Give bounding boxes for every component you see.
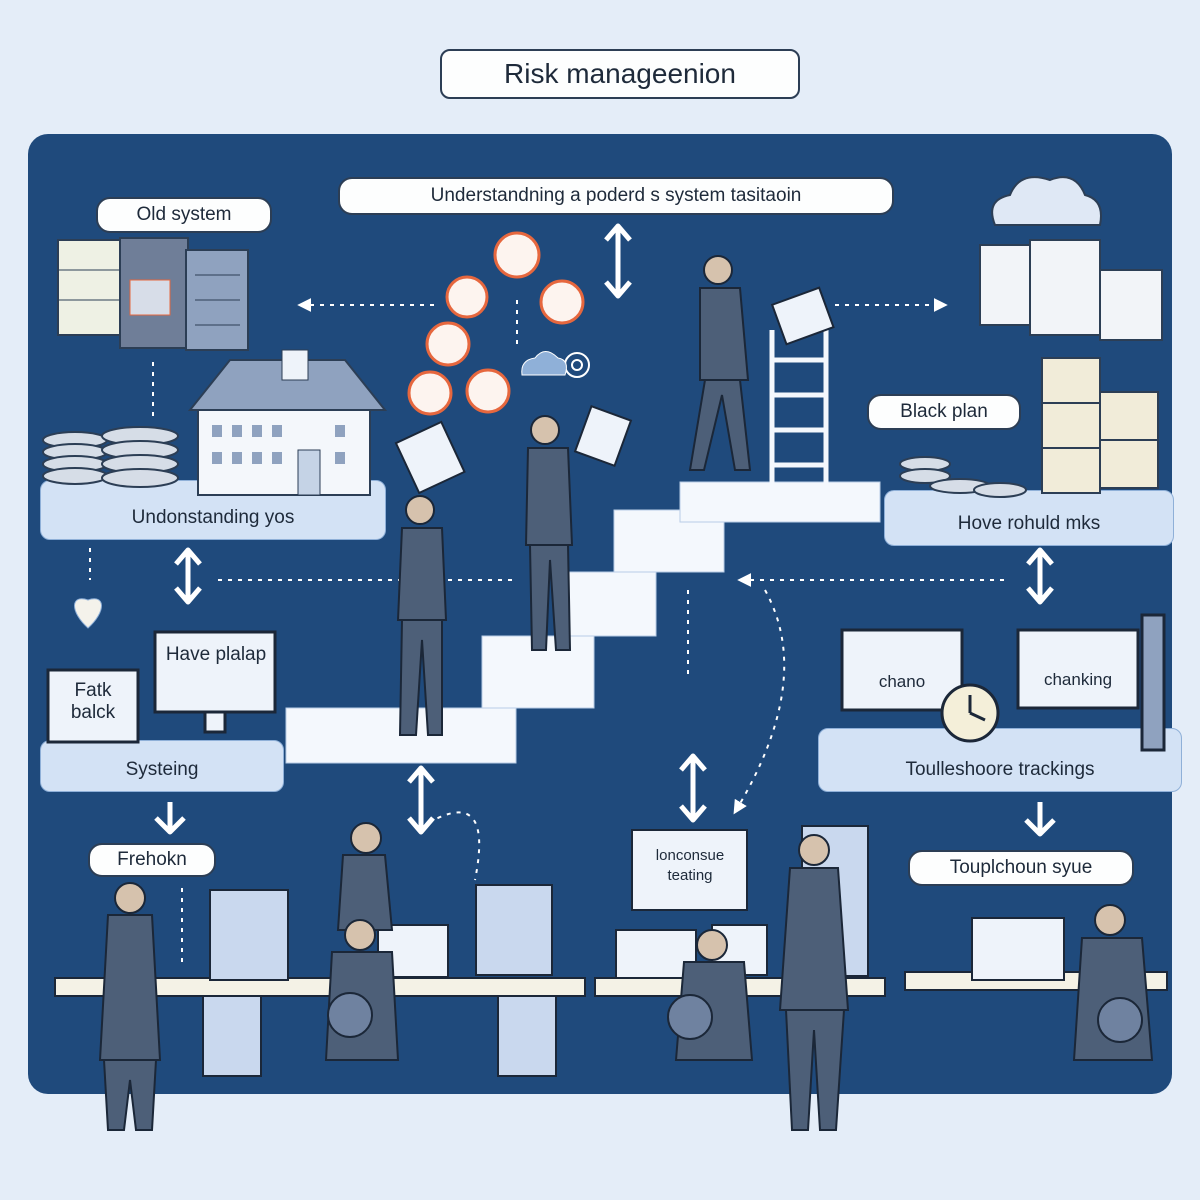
monitor-right — [840, 613, 1166, 752]
disc-stacks — [42, 426, 1027, 498]
old-system-servers — [57, 237, 249, 351]
cloud-icon — [991, 176, 1102, 226]
monitor-left — [46, 630, 277, 744]
house — [187, 349, 388, 496]
file-cabinets — [202, 825, 869, 1077]
double-arrows — [154, 223, 1056, 837]
troubleshooting-label: Toulleshoore trackings — [905, 759, 1095, 780]
chanking-text: chanking — [1043, 670, 1113, 689]
touplchoun-label: Touplchoun syue — [908, 850, 1134, 886]
lonconsue-testing-text: lonconsue teating — [655, 847, 725, 884]
small-cloud-icon — [521, 351, 567, 376]
platform-rohuld: Hove rohuld mks — [884, 490, 1174, 546]
diagram-title: Risk manageenion — [440, 49, 800, 99]
paper-stacks — [979, 239, 1163, 341]
heart-icon — [74, 598, 102, 629]
gear-icon — [564, 352, 590, 378]
rohuld-label: Hove rohuld mks — [957, 513, 1101, 534]
black-plan-label: Black plan — [867, 394, 1021, 430]
old-system-label: Old system — [96, 197, 272, 233]
person-top — [688, 255, 835, 471]
storage-boxes — [1041, 357, 1159, 494]
clock-icon — [940, 683, 1000, 743]
top-banner: Understandning a poderd s system tasitao… — [338, 177, 894, 215]
fatk-balck-text: Fatk balck — [70, 680, 116, 723]
office-workers — [98, 822, 1154, 1131]
platform-troubleshooting: Toulleshoore trackings — [818, 728, 1182, 792]
chano-text: chano — [878, 672, 926, 691]
systeing-label: Systeing — [125, 759, 199, 780]
platform-systeing: Systeing — [40, 740, 284, 792]
ladder — [769, 330, 829, 520]
dotted-connectors — [89, 298, 1005, 965]
staircase — [285, 481, 881, 764]
have-plalap-text: Have plalap — [165, 644, 267, 665]
printer — [615, 829, 748, 979]
understanding-label: Undonstanding yos — [131, 507, 295, 528]
frehokn-label: Frehokn — [88, 843, 216, 877]
risk-icons — [407, 231, 585, 416]
person-bottom — [394, 420, 466, 736]
person-middle — [524, 404, 633, 651]
